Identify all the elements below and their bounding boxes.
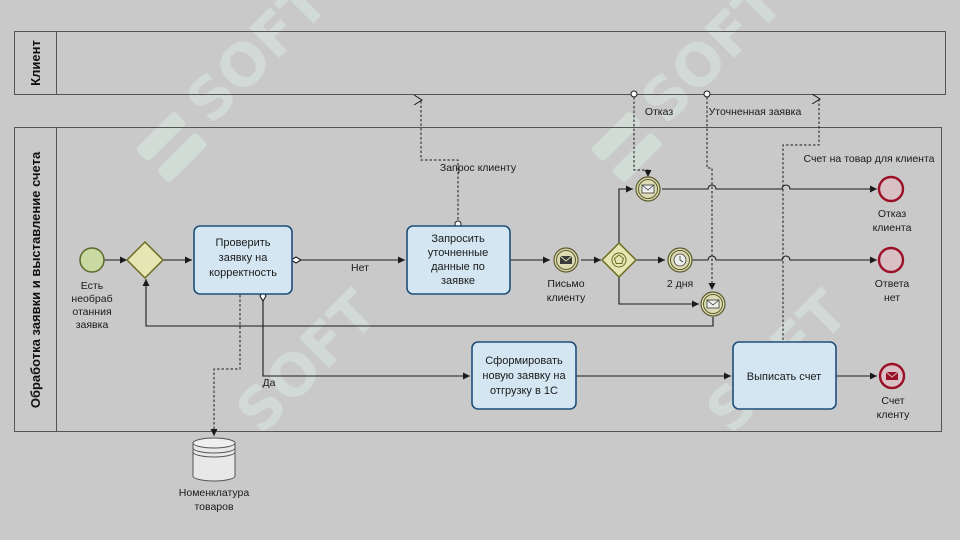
message-label-invoice-client: Счет на товар для клиента	[803, 153, 934, 165]
letter-event[interactable]	[553, 247, 579, 273]
event-based-gateway[interactable]	[600, 241, 638, 279]
letter-event-label: Письмо клиенту	[547, 278, 586, 304]
svg-text:Номенклатура: Номенклатура	[179, 487, 250, 499]
flow-label-yes: Да	[263, 377, 276, 389]
end-no-answer-label: Ответа нет	[875, 278, 910, 304]
data-store-label: Номенклатура товаров	[179, 487, 250, 513]
svg-text:Счет: Счет	[881, 395, 904, 407]
pool-process-title: Обработка заявки и выставление счета	[28, 151, 43, 408]
start-event-label: Есть необраб отанния заявка	[71, 280, 112, 331]
svg-text:корректность: корректность	[209, 267, 277, 279]
refusal-message-event[interactable]	[635, 176, 661, 202]
svg-text:отгрузку в 1С: отгрузку в 1С	[490, 385, 558, 397]
end-event-refusal[interactable]	[877, 175, 905, 203]
merge-gateway[interactable]	[125, 240, 165, 280]
svg-text:Отказ: Отказ	[878, 208, 907, 220]
svg-text:Есть: Есть	[81, 280, 104, 292]
svg-text:данные по: данные по	[431, 261, 485, 273]
svg-text:SOFT: SOFT	[223, 277, 392, 446]
svg-text:Выписать счет: Выписать счет	[747, 371, 821, 383]
svg-text:кленту: кленту	[877, 409, 910, 421]
start-event[interactable]	[79, 247, 105, 273]
pool-client: Клиент	[14, 31, 946, 95]
clarified-message-event[interactable]	[700, 291, 726, 317]
task-check-request[interactable]	[193, 225, 293, 295]
svg-text:необраб: необраб	[71, 293, 112, 305]
task-request-data[interactable]	[406, 225, 511, 295]
data-store-nomenclature[interactable]	[192, 437, 236, 482]
task-request-label: Запросить уточненные данные по заявке	[428, 233, 488, 287]
timer-event[interactable]	[667, 247, 693, 273]
svg-text:клиента: клиента	[873, 222, 912, 234]
svg-text:товаров: товаров	[194, 501, 234, 513]
pool-client-title: Клиент	[28, 40, 43, 86]
svg-text:SOFT: SOFT	[173, 0, 342, 136]
end-event-no-answer[interactable]	[877, 246, 905, 274]
svg-text:клиенту: клиенту	[547, 292, 586, 304]
end-event-invoice[interactable]	[878, 362, 906, 390]
svg-text:заявку на: заявку на	[219, 252, 269, 264]
svg-text:Ответа: Ответа	[875, 278, 910, 290]
task-form-order[interactable]	[471, 341, 577, 410]
timer-event-label: 2 дня	[667, 278, 693, 290]
message-label-request-client: Запрос клиенту	[440, 162, 517, 174]
message-label-clarified: Уточненная заявка	[709, 106, 802, 118]
svg-text:Запросить: Запросить	[431, 233, 485, 245]
svg-text:нет: нет	[884, 292, 900, 304]
svg-text:Сформировать: Сформировать	[485, 355, 563, 367]
svg-text:Письмо: Письмо	[547, 278, 584, 290]
pool-process: Обработка заявки и выставление счета	[14, 127, 942, 432]
svg-text:отанния: отанния	[72, 306, 111, 318]
svg-text:заявке: заявке	[441, 275, 475, 287]
svg-text:заявка: заявка	[76, 319, 109, 331]
svg-text:Проверить: Проверить	[215, 237, 270, 249]
svg-text:новую заявку на: новую заявку на	[482, 370, 566, 382]
message-label-refusal: Отказ	[645, 106, 674, 118]
flow-label-no: Нет	[351, 262, 369, 274]
message-flows	[210, 97, 819, 436]
end-invoice-label: Счет кленту	[877, 395, 910, 421]
task-check-label: Проверить заявку на корректность	[209, 237, 277, 279]
task-form-label: Сформировать новую заявку на отгрузку в …	[482, 355, 566, 397]
svg-text:уточненные: уточненные	[428, 247, 488, 259]
task-invoice-label: Выписать счет	[747, 371, 821, 383]
sequence-flows	[104, 184, 877, 380]
end-refusal-label: Отказ клиента	[873, 208, 912, 234]
task-issue-invoice[interactable]	[732, 341, 837, 410]
